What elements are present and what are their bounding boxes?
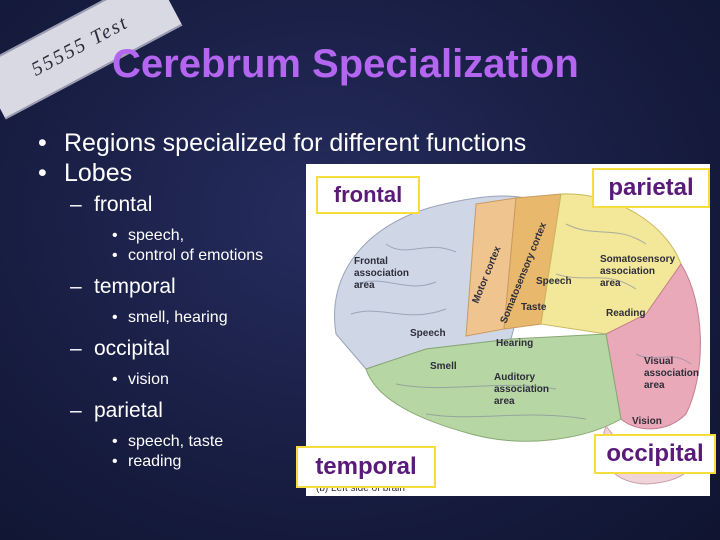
bullet-parietal-detail-2: reading xyxy=(32,452,332,472)
lobe-tag-frontal: frontal xyxy=(316,176,420,214)
bullet-occipital: occipital xyxy=(32,336,652,362)
visual-assoc-label-1: Visual xyxy=(644,356,673,367)
visual-assoc-label-2: association xyxy=(644,368,699,379)
bullet-frontal-detail-1: speech, xyxy=(32,226,332,246)
bullet-frontal-detail-2: control of emotions xyxy=(32,246,332,266)
lobe-tag-parietal: parietal xyxy=(592,168,710,208)
bullet-lobes: Lobes xyxy=(32,158,652,188)
lobe-tag-occipital: occipital xyxy=(594,434,716,474)
somatosensory-assoc-label-2: association xyxy=(600,266,655,277)
brain-illustration: Frontal association area Motor cortex So… xyxy=(316,193,701,494)
somatosensory-assoc-label-3: area xyxy=(600,278,621,289)
frontal-assoc-label-2: association xyxy=(354,268,409,279)
taste-label: Taste xyxy=(521,302,547,313)
bullet-occipital-detail: vision xyxy=(32,370,332,390)
somatosensory-assoc-label-1: Somatosensory xyxy=(600,254,675,265)
bullet-list: Regions specialized for different functi… xyxy=(32,128,652,472)
speech-parietal-label: Speech xyxy=(536,276,572,287)
bullet-parietal: parietal xyxy=(32,398,652,424)
visual-assoc-label-3: area xyxy=(644,380,665,391)
auditory-assoc-label-2: association xyxy=(494,384,549,395)
reading-label: Reading xyxy=(606,308,645,319)
lobe-tag-temporal: temporal xyxy=(296,446,436,488)
bullet-temporal-detail: smell, hearing xyxy=(32,308,332,328)
slide-title: Cerebrum Specialization xyxy=(112,42,579,86)
frontal-assoc-label-1: Frontal xyxy=(354,256,388,267)
frontal-detail-2-text: control of emotions xyxy=(128,247,264,264)
bullet-frontal: frontal xyxy=(32,192,652,218)
auditory-assoc-label-1: Auditory xyxy=(494,372,536,383)
hearing-label: Hearing xyxy=(496,338,533,349)
bullet-temporal: temporal xyxy=(32,274,652,300)
vision-label: Vision xyxy=(632,416,662,427)
occipital-lobe xyxy=(605,263,701,430)
smell-label: Smell xyxy=(430,361,457,372)
bullet-parietal-detail-1: speech, taste xyxy=(32,432,332,452)
frontal-assoc-label-3: area xyxy=(354,280,375,291)
parietal-detail-2-text: reading xyxy=(128,453,182,470)
auditory-assoc-label-3: area xyxy=(494,396,515,407)
sulci-lines xyxy=(350,223,692,420)
figure-caption: (b) Left side of brain xyxy=(316,483,405,494)
bullet-regions: Regions specialized for different functi… xyxy=(32,128,652,158)
speech-frontal-label: Speech xyxy=(410,328,446,339)
